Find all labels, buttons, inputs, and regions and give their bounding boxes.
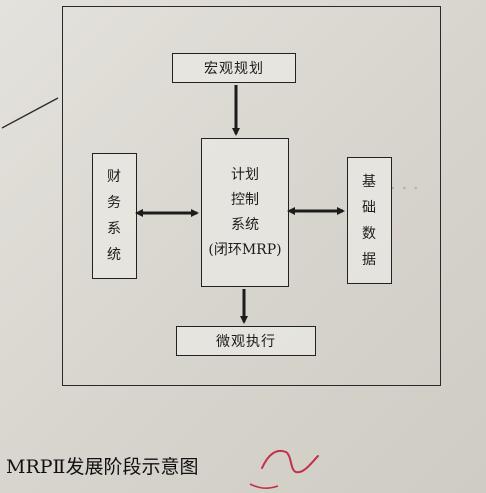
basic-data-char: 数 [362,225,377,242]
micro-execution-label: 微观执行 [216,334,276,350]
planning-control-system-box: 计划 控制 系统 (闭环MRP) [201,138,289,287]
macro-planning-box: 宏观规划 [172,53,296,83]
figure-caption: MRPⅡ发展阶段示意图 [6,456,199,478]
micro-execution-box: 微观执行 [176,326,316,356]
center-line: 控制 [231,191,259,208]
diagram-frame [62,6,441,386]
basic-data-char: 基 [362,173,377,190]
macro-planning-label: 宏观规划 [204,61,264,77]
finance-char: 统 [107,247,122,263]
pen-line [1,97,59,129]
finance-char: 财 [107,169,122,185]
bleed-through-text: · · · [390,178,419,199]
basic-data-char: 础 [362,199,377,216]
center-line: 计划 [231,166,259,183]
basic-data-box: 基 础 数 据 [347,157,392,284]
finance-char: 系 [107,221,122,237]
red-pen-mark [261,449,319,474]
center-line: (闭环MRP) [208,241,282,258]
red-pen-mark [249,483,279,489]
center-line: 系统 [231,216,259,233]
basic-data-char: 据 [362,251,377,268]
finance-char: 务 [107,195,122,211]
